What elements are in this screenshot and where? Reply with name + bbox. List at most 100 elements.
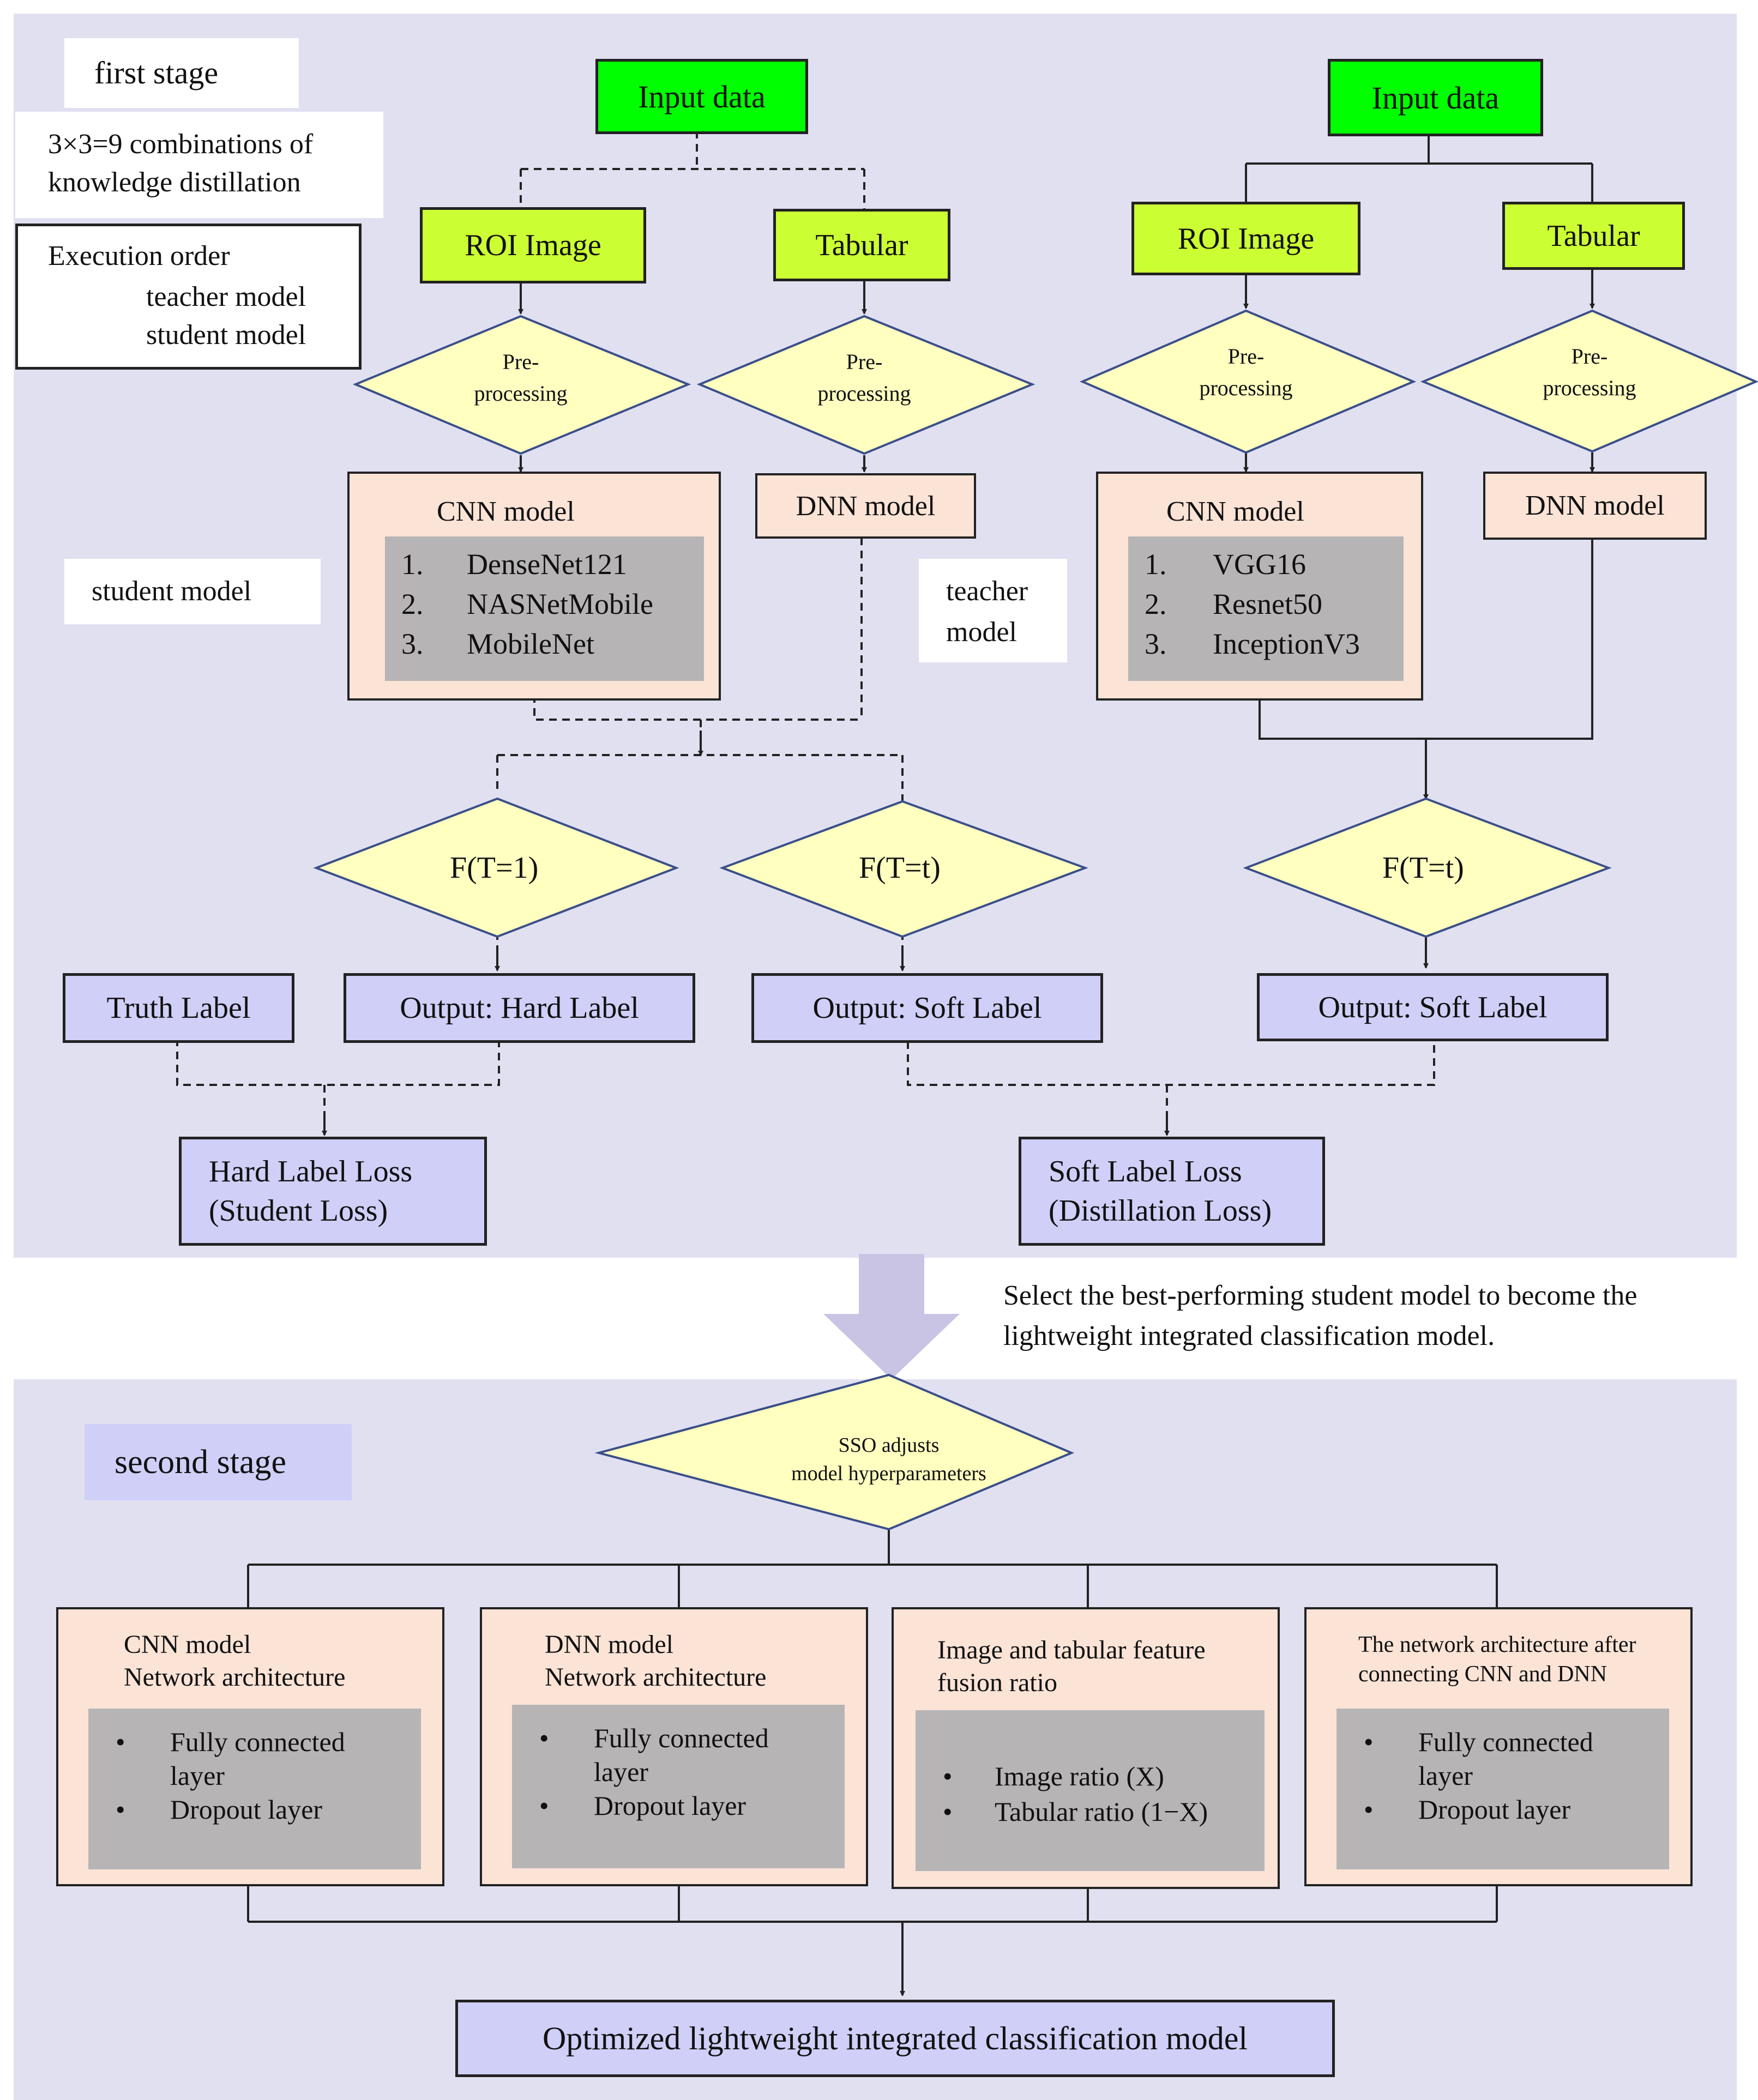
legend-student-label: student model bbox=[146, 319, 306, 351]
s2-cnn-list-panel: • Fully connected layer • Dropout layer bbox=[88, 1709, 421, 1869]
hard-label-output-box: Output: Hard Label bbox=[344, 973, 695, 1043]
student-input-data-label: Input data bbox=[638, 79, 766, 114]
teacher-cnn-item-1-name: VGG16 bbox=[1213, 548, 1306, 581]
hard-label-output: Output: Hard Label bbox=[400, 991, 639, 1025]
sso-line-2: model hyperparameters bbox=[791, 1462, 986, 1485]
combinations-line-1: 3×3=9 combinations of bbox=[48, 129, 314, 160]
s2-dnn-item-1-line-1: Fully connected bbox=[594, 1723, 769, 1753]
bullet-icon: • bbox=[539, 1723, 549, 1753]
student-roi-preproc-line-1: Pre- bbox=[502, 349, 539, 374]
student-cnn-item-1: 1. DenseNet121 bbox=[401, 547, 627, 581]
teacher-roi-image-box: ROI Image bbox=[1131, 202, 1360, 275]
s2-dnn-item-1: • Fully connected layer bbox=[539, 1721, 769, 1789]
s2-dnn-title-1: DNN model bbox=[545, 1630, 673, 1659]
soft-label-loss-box: Soft Label Loss (Distillation Loss) bbox=[1019, 1137, 1325, 1246]
sso-text: SSO adjusts model hyperparameters bbox=[725, 1431, 1052, 1488]
hard-label-loss-line-1: Hard Label Loss bbox=[209, 1155, 413, 1188]
s2-connected-item-1-line-1: Fully connected bbox=[1418, 1727, 1593, 1757]
s2-cnn-title: CNN model Network architecture bbox=[124, 1628, 345, 1694]
s2-connected-list-panel: • Fully connected layer • Dropout layer bbox=[1336, 1709, 1669, 1869]
s2-connected-item-1-line-2: layer bbox=[1418, 1760, 1473, 1791]
s2-cnn-title-2: Network architecture bbox=[124, 1663, 346, 1692]
teacher-cnn-item-2: 2. Resnet50 bbox=[1145, 587, 1322, 621]
s2-fusion-item-1: • Image ratio (X) bbox=[943, 1759, 1164, 1793]
student-soft-label-output: Output: Soft Label bbox=[812, 991, 1042, 1025]
teacher-cnn-item-3: 3. InceptionV3 bbox=[1145, 627, 1360, 661]
student-tabular-preprocessing-diamond bbox=[696, 315, 1035, 455]
teacher-cnn-item-3-name: InceptionV3 bbox=[1213, 627, 1360, 660]
hard-label-loss-box: Hard Label Loss (Student Loss) bbox=[179, 1137, 487, 1246]
s2-fusion-item-1-line: Image ratio (X) bbox=[995, 1761, 1164, 1791]
teacher-soft-label-output: Output: Soft Label bbox=[1318, 990, 1548, 1024]
student-f-t1-label: F(T=1) bbox=[450, 851, 539, 885]
student-cnn-item-2: 2. NASNetMobile bbox=[401, 587, 653, 621]
teacher-tabular-box: Tabular bbox=[1502, 202, 1685, 270]
s2-fusion-title-2: fusion ratio bbox=[937, 1668, 1057, 1697]
teacher-tabular-label: Tabular bbox=[1547, 219, 1640, 253]
s2-cnn-item-1-line-2: layer bbox=[170, 1760, 225, 1791]
second-stage-title: second stage bbox=[115, 1444, 287, 1481]
s2-fusion-item-2-line: Tabular ratio (1−X) bbox=[995, 1796, 1208, 1827]
teacher-cnn-title: CNN model bbox=[1166, 496, 1304, 527]
transition-line-2: lightweight integrated classification mo… bbox=[1003, 1320, 1495, 1351]
s2-fusion-list-panel: • Image ratio (X) • Tabular ratio (1−X) bbox=[916, 1710, 1265, 1871]
student-roi-preprocessing-diamond bbox=[352, 315, 691, 455]
student-roi-preproc-line-2: processing bbox=[474, 381, 568, 406]
s2-connected-title-1: The network architecture after bbox=[1358, 1632, 1636, 1657]
teacher-tab-preproc-line-2: processing bbox=[1543, 376, 1636, 400]
student-roi-image-box: ROI Image bbox=[420, 207, 646, 283]
s2-cnn-title-1: CNN model bbox=[124, 1630, 251, 1659]
student-model-label: student model bbox=[92, 576, 252, 607]
bullet-icon: • bbox=[943, 1761, 953, 1791]
student-tabular-box: Tabular bbox=[773, 209, 950, 281]
teacher-roi-image-label: ROI Image bbox=[1177, 221, 1315, 256]
final-model-label: Optimized lightweight integrated classif… bbox=[543, 2020, 1248, 2056]
teacher-soft-label-output-box: Output: Soft Label bbox=[1257, 973, 1609, 1041]
student-cnn-item-2-num: 2. bbox=[401, 588, 424, 620]
student-cnn-title: CNN model bbox=[437, 496, 575, 527]
s2-dnn-list-panel: • Fully connected layer • Dropout layer bbox=[512, 1705, 845, 1868]
student-tabular-label: Tabular bbox=[815, 228, 908, 262]
teacher-cnn-list-panel: 1. VGG16 2. Resnet50 3. InceptionV3 bbox=[1128, 536, 1404, 681]
truth-label: Truth Label bbox=[106, 991, 251, 1025]
student-tab-preproc-line-2: processing bbox=[817, 381, 911, 406]
soft-label-loss-line-1: Soft Label Loss bbox=[1049, 1155, 1242, 1188]
sso-line-1: SSO adjusts bbox=[838, 1434, 940, 1457]
teacher-tabular-preprocessing-diamond bbox=[1420, 309, 1758, 453]
s2-connected-item-2: • Dropout layer bbox=[1364, 1793, 1570, 1826]
student-dnn-label: DNN model bbox=[796, 490, 936, 522]
teacher-cnn-item-1-num: 1. bbox=[1145, 548, 1167, 581]
first-stage-title-box: first stage bbox=[64, 38, 299, 108]
student-soft-label-output-box: Output: Soft Label bbox=[751, 973, 1103, 1043]
student-model-label-box: student model bbox=[64, 559, 321, 624]
s2-dnn-item-2: • Dropout layer bbox=[539, 1789, 746, 1823]
legend-teacher-label: teacher model bbox=[146, 281, 306, 312]
teacher-model-label-2: model bbox=[946, 617, 1017, 648]
student-cnn-item-2-name: NASNetMobile bbox=[467, 588, 653, 620]
student-cnn-item-3-num: 3. bbox=[401, 627, 424, 660]
student-f-tt-diamond bbox=[719, 800, 1088, 938]
s2-dnn-title-2: Network architecture bbox=[545, 1663, 767, 1692]
transition-arrow-icon bbox=[823, 1254, 960, 1379]
teacher-tab-preproc-line-1: Pre- bbox=[1571, 344, 1608, 369]
student-cnn-item-1-num: 1. bbox=[401, 548, 424, 581]
student-input-data-box: Input data bbox=[595, 59, 808, 134]
student-cnn-item-1-name: DenseNet121 bbox=[467, 548, 627, 581]
teacher-model-label-1: teacher bbox=[946, 576, 1028, 607]
s2-connected-item-2-line-1: Dropout layer bbox=[1418, 1794, 1571, 1825]
s2-connected-item-1: • Fully connected layer bbox=[1364, 1725, 1593, 1793]
s2-cnn-architecture-box: CNN model Network architecture • Fully c… bbox=[56, 1607, 444, 1886]
bullet-icon: • bbox=[116, 1727, 125, 1757]
s2-connected-architecture-box: The network architecture after connectin… bbox=[1304, 1607, 1693, 1886]
teacher-cnn-item-2-name: Resnet50 bbox=[1213, 588, 1322, 620]
final-model-box: Optimized lightweight integrated classif… bbox=[455, 2000, 1335, 2077]
legend-title: Execution order bbox=[48, 240, 230, 271]
student-tab-preproc-line-1: Pre- bbox=[846, 349, 883, 374]
combinations-line-2: knowledge distillation bbox=[48, 167, 301, 198]
s2-cnn-item-2: • Dropout layer bbox=[116, 1793, 322, 1826]
s2-dnn-title: DNN model Network architecture bbox=[545, 1628, 766, 1694]
s2-fusion-title-1: Image and tabular feature bbox=[937, 1636, 1206, 1664]
execution-order-legend: Execution order teacher model student mo… bbox=[15, 224, 362, 370]
